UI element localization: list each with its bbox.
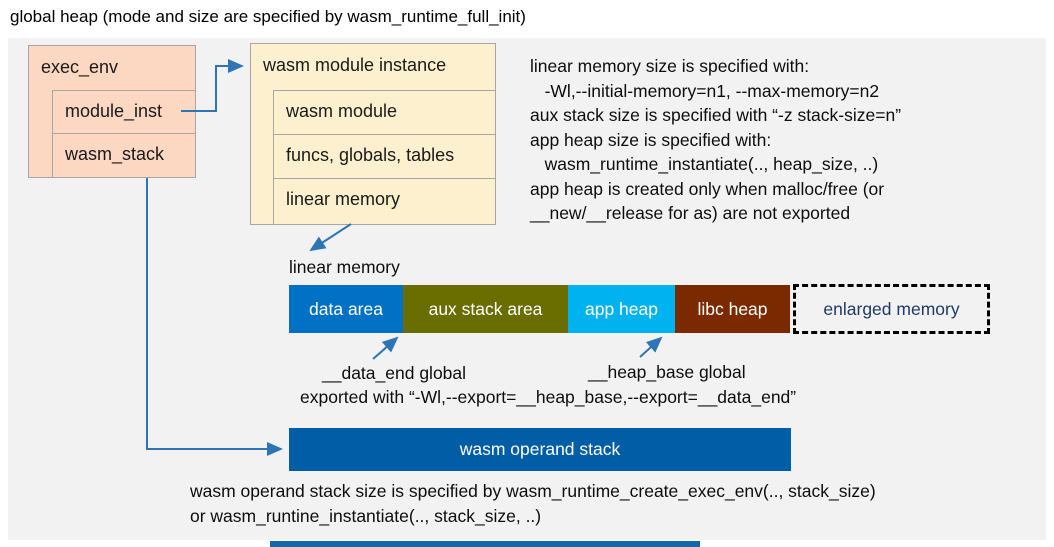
operand-stack-notes: wasm operand stack size is specified by … [190, 479, 876, 529]
segment-enlarged-memory: enlarged memory [793, 284, 990, 334]
data-end-global-label: __data_end global [322, 363, 467, 383]
exec-env-row-wasm-stack: wasm_stack [52, 133, 196, 178]
note-line: wasm operand stack size is specified by … [190, 481, 876, 501]
module-instance-row-wasm-module: wasm module [273, 90, 496, 135]
module-instance-header: wasm module instance [263, 55, 447, 75]
note-line: -Wl,--initial-memory=n1, --max-memory=n2 [530, 80, 880, 101]
note-line: or wasm_runtine_instantiate(.., stack_si… [190, 506, 542, 526]
note-line: app heap is created only when malloc/fre… [530, 178, 885, 199]
note-line: wasm_runtime_instantiate(.., heap_size, … [530, 154, 879, 174]
module-instance-row-funcs-globals-tables: funcs, globals, tables [273, 134, 496, 179]
segment-aux-stack-area: aux stack area [403, 285, 568, 333]
heap-base-global-label: __heap_base global [588, 362, 746, 382]
exported-with-label: exported with “-Wl,--export=__heap_base,… [300, 387, 797, 407]
bottom-clipped-bar [270, 541, 700, 547]
memory-size-notes: linear memory size is specified with: -W… [530, 54, 901, 226]
note-line: app heap size is specified with: [530, 129, 772, 150]
diagram-title: global heap (mode and size are specified… [10, 7, 526, 26]
exec-env-row-module-inst: module_inst [52, 90, 196, 134]
segment-data-area: data area [289, 285, 403, 333]
segment-app-heap: app heap [568, 285, 675, 333]
module-instance-row-linear-memory: linear memory [273, 178, 496, 225]
note-line: linear memory size is specified with: [530, 56, 810, 76]
wasm-operand-stack-bar: wasm operand stack [289, 428, 791, 471]
note-line: aux stack size is specified with “-z sta… [530, 105, 902, 125]
segment-libc-heap: libc heap [675, 285, 790, 333]
linear-memory-label: linear memory [289, 257, 400, 277]
exec-env-header: exec_env [41, 57, 119, 77]
note-line: __new/__release for as) are not exported [530, 203, 851, 223]
